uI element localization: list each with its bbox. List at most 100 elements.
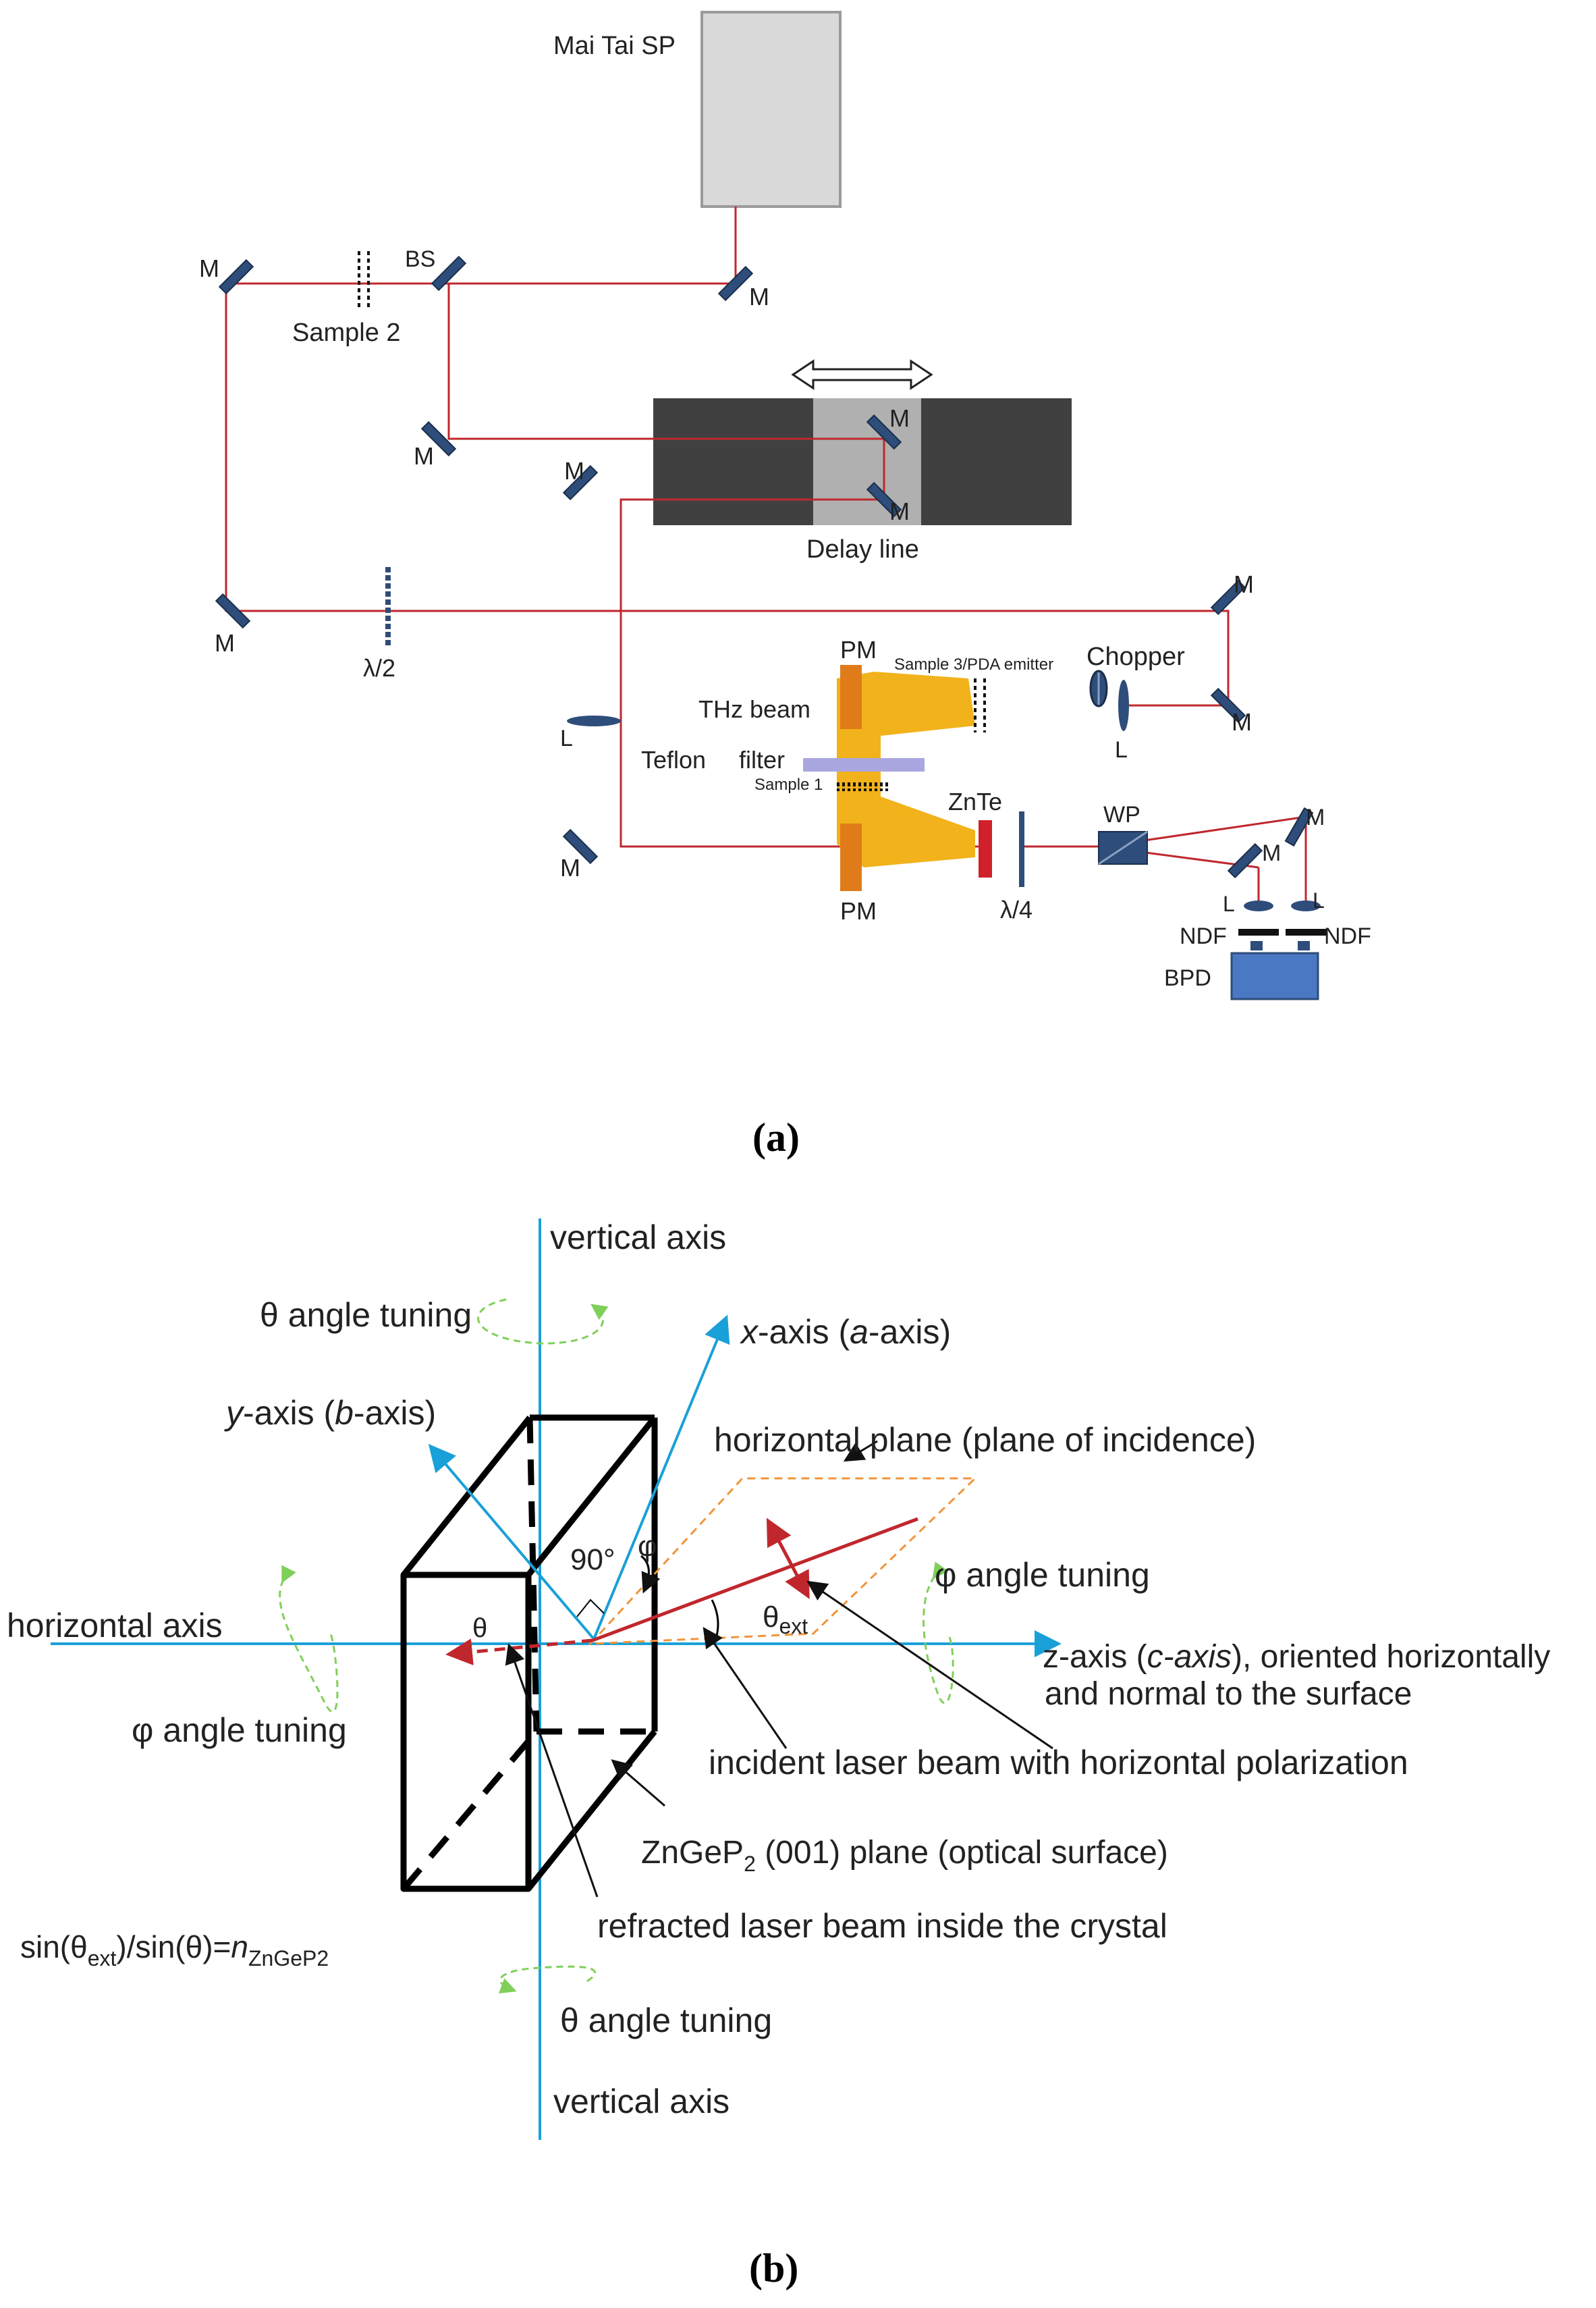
mirror: [1227, 842, 1263, 879]
znte-crystal: [979, 820, 992, 878]
quarter-wave-plate: [1019, 811, 1024, 887]
label-bs: BS: [405, 246, 435, 272]
y-axis-line: [428, 1443, 595, 1640]
label-m: M: [414, 442, 434, 470]
mirror: [562, 464, 599, 501]
label-horizontal-axis: horizontal axis: [7, 1607, 223, 1644]
pm-top: [840, 665, 862, 729]
incident-beam: [592, 1517, 918, 1642]
lens-l3: [1244, 901, 1273, 911]
bpd-box: [1230, 952, 1319, 1000]
label-phi-tuning-right: φ angle tuning: [935, 1556, 1150, 1594]
label-half-wave: λ/2: [363, 654, 395, 682]
label-theta-tuning-bottom: θ angle tuning: [560, 2002, 772, 2039]
sample2-element: [358, 251, 370, 309]
label-theta-ext: θext: [763, 1601, 808, 1638]
x-axis-line: [593, 1314, 730, 1640]
label-thz-beam: THz beam: [698, 695, 810, 723]
label-angle-90: 90°: [570, 1543, 615, 1576]
theta-ext-arc: [711, 1599, 719, 1641]
panel-a: Mai Tai SP Delay line: [199, 11, 1371, 1160]
delay-carriage: [813, 398, 921, 525]
mirror: [215, 593, 251, 629]
label-quarter-wave: λ/4: [1000, 896, 1033, 923]
label-z-axis-1: z-axis (c-axis), oriented horizontally: [1043, 1639, 1550, 1675]
label-sample2: Sample 2: [292, 319, 401, 347]
mirror: [431, 255, 467, 292]
laser-box: [700, 11, 842, 208]
mirror: [1284, 807, 1314, 847]
label-m: M: [1306, 805, 1325, 830]
crystal: [400, 1414, 658, 1892]
label-incident-beam: incident laser beam with horizontal pola…: [709, 1744, 1408, 1781]
label-phi: φ: [638, 1530, 657, 1563]
label-vertical-axis-bottom: vertical axis: [553, 2083, 730, 2120]
pm-bottom: [840, 824, 862, 891]
angle-90-arc: [576, 1599, 605, 1617]
mirror: [218, 259, 254, 295]
label-pm-top: PM: [840, 636, 877, 664]
delay-double-arrow: [791, 359, 933, 390]
label-phi-tuning-left: φ angle tuning: [132, 1711, 347, 1749]
phi-arc: [640, 1555, 661, 1594]
lens-l2: [1118, 680, 1129, 731]
label-m: M: [560, 854, 580, 882]
label-filter: filter: [739, 746, 785, 774]
tuning-arrows: [279, 1298, 954, 1993]
mirror: [420, 421, 457, 457]
label-x-axis: x-axis (a-axis): [740, 1313, 951, 1351]
panel-a-labels: M BS Sample 2 M M M M M M λ/2 M M L M PM…: [199, 246, 1371, 991]
mirror: [866, 481, 902, 518]
caption-a: (a): [752, 1115, 800, 1160]
laser-label: Mai Tai SP: [553, 32, 676, 60]
beam-paths: [225, 207, 1307, 901]
lens-l4: [1291, 901, 1321, 911]
label-theta: θ: [472, 1613, 487, 1643]
mirror: [717, 265, 754, 302]
pointer-arrows: [505, 1440, 1053, 1898]
ndf-left: [1238, 929, 1279, 936]
label-l: L: [560, 726, 573, 751]
mirror: [1210, 687, 1246, 724]
label-pm-bottom: PM: [840, 897, 877, 925]
label-teflon: Teflon: [641, 746, 706, 774]
label-ndf: NDF: [1324, 923, 1371, 949]
label-l: L: [1313, 888, 1325, 913]
delay-line-label: Delay line: [806, 535, 919, 564]
label-m: M: [1262, 840, 1281, 866]
label-l: L: [1223, 892, 1235, 916]
thz-beam: [837, 665, 975, 891]
label-vertical-axis-top: vertical axis: [550, 1218, 726, 1256]
label-chopper: Chopper: [1086, 643, 1185, 671]
label-m: M: [889, 498, 910, 525]
ndf-right: [1286, 929, 1326, 936]
label-z-axis-2: and normal to the surface: [1045, 1676, 1412, 1712]
label-m: M: [1232, 708, 1252, 736]
label-zngep2-plane: ZnGeP2 (001) plane (optical surface): [641, 1835, 1168, 1876]
panel-b-labels: vertical axis θ angle tuning x-axis (a-a…: [7, 1218, 1550, 2120]
teflon-filter: [803, 758, 925, 772]
lens-l1: [567, 716, 621, 726]
mirrors: [215, 255, 1314, 879]
label-sample3: Sample 3/PDA emitter: [894, 655, 1053, 674]
label-m: M: [564, 457, 584, 485]
plane-of-incidence: [588, 1477, 978, 1645]
label-refracted-beam: refracted laser beam inside the crystal: [597, 1907, 1167, 1945]
label-m: M: [1234, 570, 1254, 598]
label-m: M: [215, 629, 235, 657]
label-horizontal-plane: horizontal plane (plane of incidence): [714, 1421, 1256, 1459]
mirror: [1210, 579, 1246, 616]
label-bpd: BPD: [1164, 965, 1211, 991]
label-l: L: [1115, 737, 1128, 763]
mirror: [562, 828, 599, 865]
label-m: M: [749, 283, 769, 311]
caption-b: (b): [749, 2246, 798, 2290]
sample3-element: [974, 678, 986, 732]
label-y-axis: y-axis (b-axis): [224, 1394, 436, 1432]
label-m: M: [889, 404, 910, 432]
label-m: M: [199, 254, 219, 282]
panel-b: vertical axis θ angle tuning x-axis (a-a…: [7, 1218, 1550, 2290]
label-formula: sin(θext)/sin(θ)=nZnGeP2: [20, 1929, 329, 1970]
label-znte: ZnTe: [948, 788, 1002, 815]
